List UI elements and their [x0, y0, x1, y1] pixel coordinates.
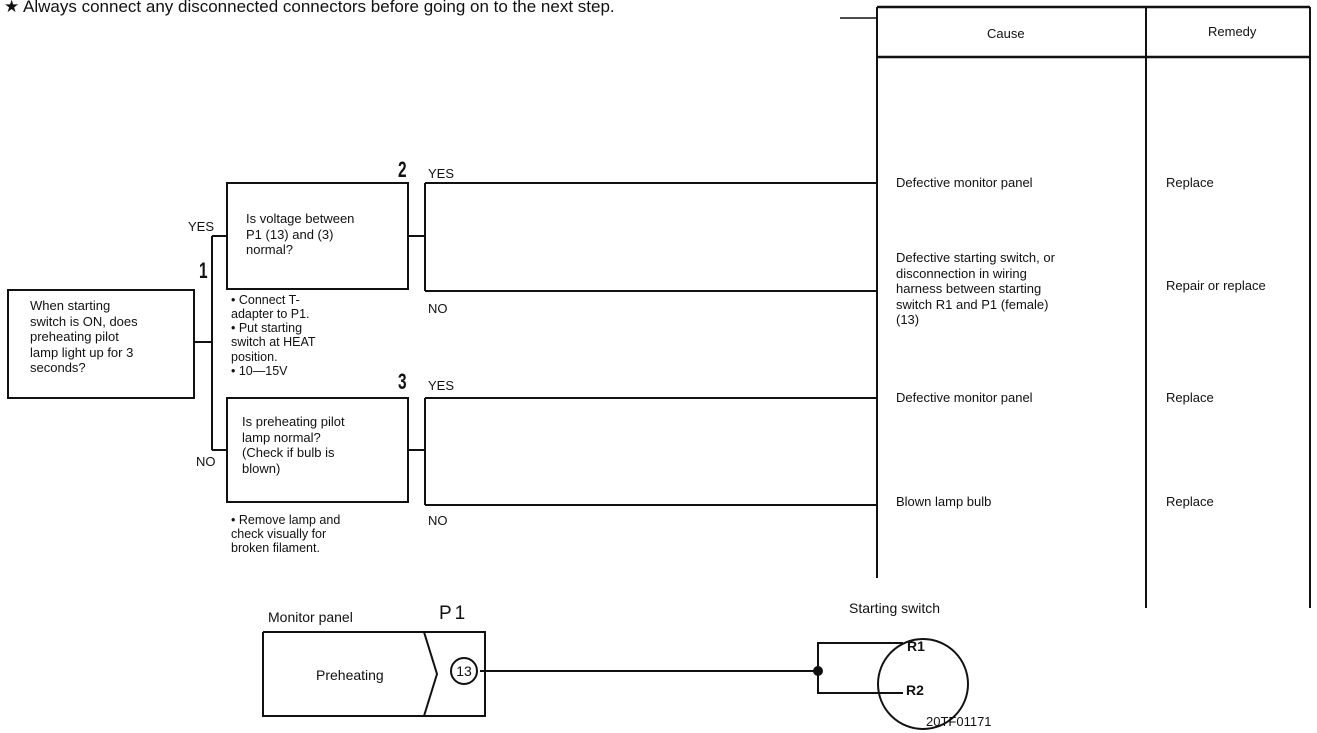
- step-3-yes-label: YES: [428, 378, 455, 393]
- step-2-notes: • Connect T- adapter to P1. • Put starti…: [231, 293, 316, 378]
- r2-label: R2: [906, 682, 924, 698]
- step-3-number: 3: [398, 369, 407, 394]
- connector-p1-label: P1: [439, 603, 469, 624]
- starting-switch-label: Starting switch: [849, 600, 941, 616]
- starting-switch-symbol: [877, 638, 969, 730]
- top-note: ★ Always connect any disconnected connec…: [4, 0, 615, 16]
- cause-row-2: Defective starting switch, or disconnect…: [896, 250, 1055, 328]
- step-2-question: Is voltage between P1 (13) and (3) norma…: [246, 211, 355, 258]
- step-1-question: When starting switch is ON, does preheat…: [30, 298, 138, 376]
- remedy-row-4: Replace: [1166, 494, 1214, 509]
- step-1-no-label: NO: [196, 454, 216, 469]
- pin-13-circle: 13: [450, 657, 478, 685]
- figure-id: 20TF01171: [926, 714, 992, 729]
- remedy-header: Remedy: [1208, 24, 1257, 39]
- step-2-no-label: NO: [428, 301, 448, 316]
- cause-row-1: Defective monitor panel: [896, 175, 1033, 190]
- cause-row-4: Blown lamp bulb: [896, 494, 992, 509]
- step-1-number: 1: [199, 258, 208, 283]
- cause-row-3: Defective monitor panel: [896, 390, 1033, 405]
- step-2-number: 2: [398, 157, 407, 182]
- monitor-panel-label: Monitor panel: [268, 609, 353, 625]
- step-3-notes: • Remove lamp and check visually for bro…: [231, 513, 341, 556]
- step-3-question: Is preheating pilot lamp normal? (Check …: [242, 414, 345, 476]
- step-2-yes-label: YES: [428, 166, 455, 181]
- r1-label: R1: [907, 638, 925, 654]
- remedy-row-1: Replace: [1166, 175, 1214, 190]
- remedy-row-2: Repair or replace: [1166, 278, 1266, 293]
- remedy-row-3: Replace: [1166, 390, 1214, 405]
- cause-header: Cause: [987, 26, 1025, 41]
- step-3-no-label: NO: [428, 513, 448, 528]
- preheating-label: Preheating: [316, 667, 384, 683]
- step-1-yes-label: YES: [188, 219, 215, 234]
